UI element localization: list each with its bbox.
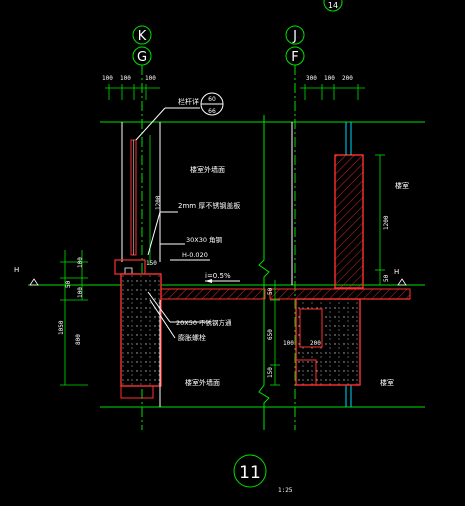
dim-right-200: 200 bbox=[310, 340, 321, 347]
expansion-bolt-callout: 膨胀螺栓 bbox=[149, 299, 206, 342]
left-coping bbox=[114, 259, 146, 275]
steel-plate-label: 2mm 厚不锈钢盖板 bbox=[178, 201, 240, 210]
far-right-vertical-dims: 1200 50 bbox=[375, 154, 390, 285]
right-lower-beam bbox=[295, 298, 410, 386]
level-label-right: H bbox=[394, 268, 399, 276]
elevation-callout: H-0.020 bbox=[170, 251, 210, 261]
axis-F-bubble: F bbox=[285, 46, 305, 66]
steel-plate-callout: 2mm 厚不锈钢盖板 bbox=[147, 201, 240, 256]
dim-right-50: 50 bbox=[267, 287, 274, 295]
dim-top-right-3: 200 bbox=[342, 75, 353, 82]
room-label-lower: 楼室 bbox=[380, 378, 394, 387]
dim-right-150: 150 bbox=[267, 367, 274, 378]
dim-far-right-1200: 1200 bbox=[383, 215, 390, 230]
steel-tube-label: 20X50 不锈钢方通 bbox=[176, 318, 232, 327]
left-upper-wall bbox=[121, 122, 161, 262]
left-vertical-dims: 100 50 100 1050 800 bbox=[58, 250, 88, 386]
railing-ref-top: 60 bbox=[208, 96, 216, 103]
floor-slab bbox=[159, 288, 411, 300]
dim-left-100-b: 100 bbox=[77, 287, 84, 298]
slope-label: i=0.5% bbox=[205, 272, 231, 280]
axis-G-bubble: G bbox=[132, 46, 152, 66]
axis-14-bubble: 14 bbox=[323, 0, 343, 12]
dim-mid-150: 150 bbox=[146, 260, 157, 267]
glass-mullion-upper bbox=[345, 122, 352, 155]
detail-scale: 1:25 bbox=[278, 487, 293, 494]
slope-indicator: i=0.5% bbox=[205, 272, 240, 283]
axis-G-label: G bbox=[137, 50, 147, 65]
dim-top-right-1: 300 bbox=[306, 75, 317, 82]
room-label-upper: 楼室 bbox=[395, 181, 409, 190]
dim-top-right-2: 100 bbox=[324, 75, 335, 82]
level-label-left: H bbox=[14, 266, 19, 274]
dim-left-100-a: 100 bbox=[77, 257, 84, 268]
top-right-dim-chain: 300 100 200 bbox=[300, 75, 365, 100]
dim-top-left-3: 100 bbox=[145, 75, 156, 82]
railing-ref-bottom: 66 bbox=[208, 108, 216, 115]
angle-steel-callout: 30X30 角钢 bbox=[160, 235, 223, 245]
outdoor-wall-label-upper: 楼室外墙面 bbox=[190, 165, 225, 174]
dim-top-left-1: 100 bbox=[102, 75, 113, 82]
railing-post bbox=[130, 139, 137, 256]
railing-callout: 栏杆详 60 66 bbox=[135, 92, 224, 141]
level-marker-right: H bbox=[394, 268, 407, 286]
dim-mid-1200: 1200 bbox=[155, 195, 162, 210]
axis-K-bubble: K bbox=[132, 25, 152, 45]
elevation-label: H-0.020 bbox=[182, 251, 208, 259]
steel-tube-callout: 20X50 不锈钢方通 bbox=[147, 291, 232, 327]
detail-number: 11 bbox=[239, 463, 261, 483]
mid-left-vertical-dims: 1200 150 bbox=[146, 135, 162, 267]
dim-far-right-50: 50 bbox=[383, 274, 390, 282]
axis-K-label: K bbox=[138, 29, 147, 44]
railing-label: 栏杆详 bbox=[178, 97, 199, 106]
dim-left-1050: 1050 bbox=[58, 320, 65, 335]
expansion-bolt-label: 膨胀螺栓 bbox=[178, 333, 206, 342]
dim-right-650: 650 bbox=[267, 329, 274, 340]
left-lower-wall bbox=[120, 273, 162, 407]
outdoor-wall-label-lower: 楼室外墙面 bbox=[185, 378, 220, 387]
axis-J-label: J bbox=[292, 29, 297, 44]
level-marker-left: H bbox=[14, 266, 39, 286]
angle-steel-label: 30X30 角钢 bbox=[186, 235, 223, 244]
break-line-middle bbox=[258, 115, 270, 430]
axis-F-label: F bbox=[291, 50, 298, 65]
dim-right-100: 100 bbox=[283, 340, 294, 347]
right-vertical-dims: 50 650 150 100 200 bbox=[267, 280, 321, 386]
dim-top-left-2: 100 bbox=[120, 75, 131, 82]
glass-mullion-lower bbox=[345, 384, 352, 407]
dim-left-50: 50 bbox=[65, 280, 72, 288]
dim-left-800: 800 bbox=[75, 334, 82, 345]
detail-callout: 11 1:25 bbox=[233, 454, 293, 494]
top-left-dim-chain: 100 100 100 bbox=[102, 75, 160, 100]
axis-14-label: 14 bbox=[328, 1, 338, 10]
axis-J-bubble: J bbox=[285, 25, 305, 45]
right-upper-wall bbox=[291, 122, 364, 289]
